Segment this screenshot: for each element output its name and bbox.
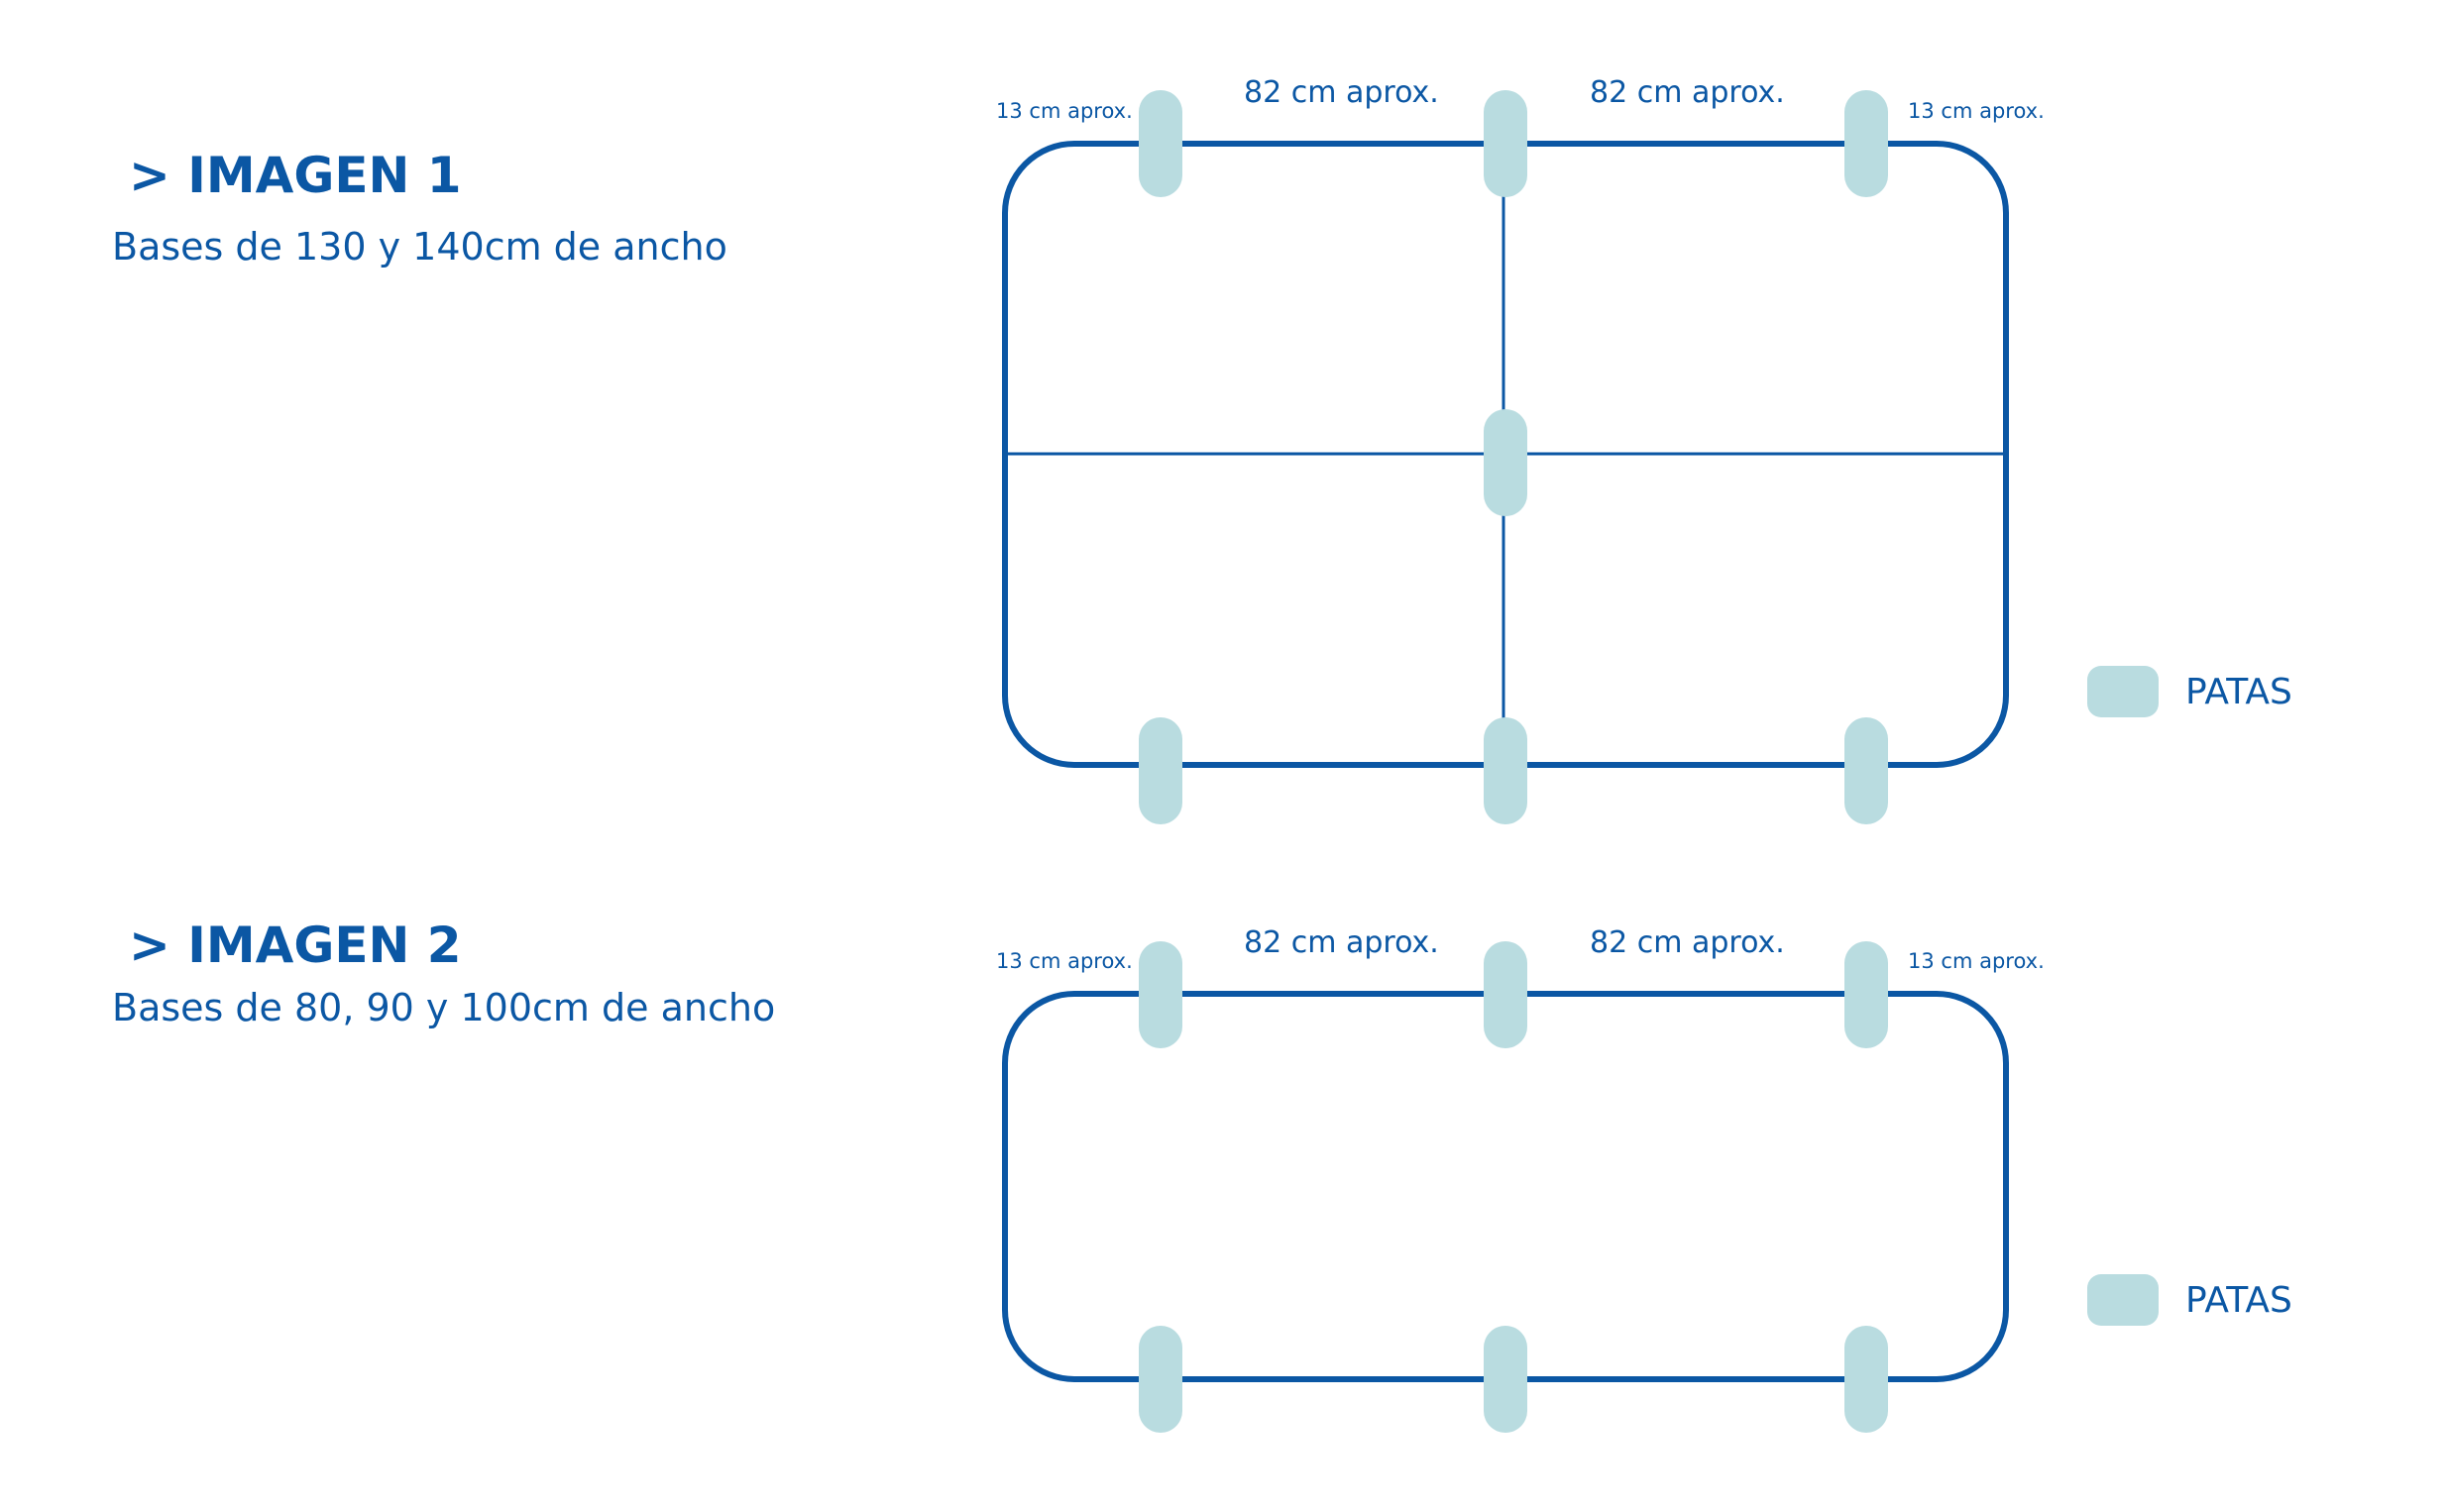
image1-legend-label: PATAS [2185, 672, 2292, 712]
image1-legend-swatch [2087, 666, 2159, 717]
image1-dim-mid-left: 82 cm aprox. [1244, 75, 1439, 110]
image1-dim-right: 13 cm aprox. [1908, 99, 2045, 123]
image2-dim-mid-right: 82 cm aprox. [1590, 925, 1785, 960]
image1-subtitle: Bases de 130 y 140cm de ancho [112, 225, 727, 269]
image1-leg-top-left [1139, 90, 1182, 197]
image2-title: > IMAGEN 2 [129, 917, 462, 974]
image2-leg-bottom-left [1139, 1326, 1182, 1433]
image1-leg-bottom-right [1844, 717, 1888, 824]
image2-dim-right: 13 cm aprox. [1908, 949, 2045, 973]
image1-dim-left: 13 cm aprox. [996, 99, 1133, 123]
image1-leg-top-right [1844, 90, 1888, 197]
image1-leg-bottom-left [1139, 717, 1182, 824]
image2-leg-bottom-right [1844, 1326, 1888, 1433]
image2-dim-mid-left: 82 cm aprox. [1244, 925, 1439, 960]
image2-frame [1002, 991, 2009, 1382]
image2-leg-bottom-center [1484, 1326, 1527, 1433]
image1-title: > IMAGEN 1 [129, 147, 462, 204]
image2-leg-top-center [1484, 941, 1527, 1048]
image1-leg-center [1484, 409, 1527, 516]
image1-leg-bottom-center [1484, 717, 1527, 824]
image2-leg-top-right [1844, 941, 1888, 1048]
image2-dim-left: 13 cm aprox. [996, 949, 1133, 973]
image2-subtitle: Bases de 80, 90 y 100cm de ancho [112, 986, 776, 1029]
image2-leg-top-left [1139, 941, 1182, 1048]
image1-dim-mid-right: 82 cm aprox. [1590, 75, 1785, 110]
image2-diagram: 13 cm aprox. 82 cm aprox. 82 cm aprox. 1… [996, 925, 2292, 1433]
image2-legend-swatch [2087, 1274, 2159, 1326]
image1-diagram: 13 cm aprox. 82 cm aprox. 82 cm aprox. 1… [996, 75, 2292, 824]
image1-leg-top-center [1484, 90, 1527, 197]
image2-legend-label: PATAS [2185, 1280, 2292, 1321]
